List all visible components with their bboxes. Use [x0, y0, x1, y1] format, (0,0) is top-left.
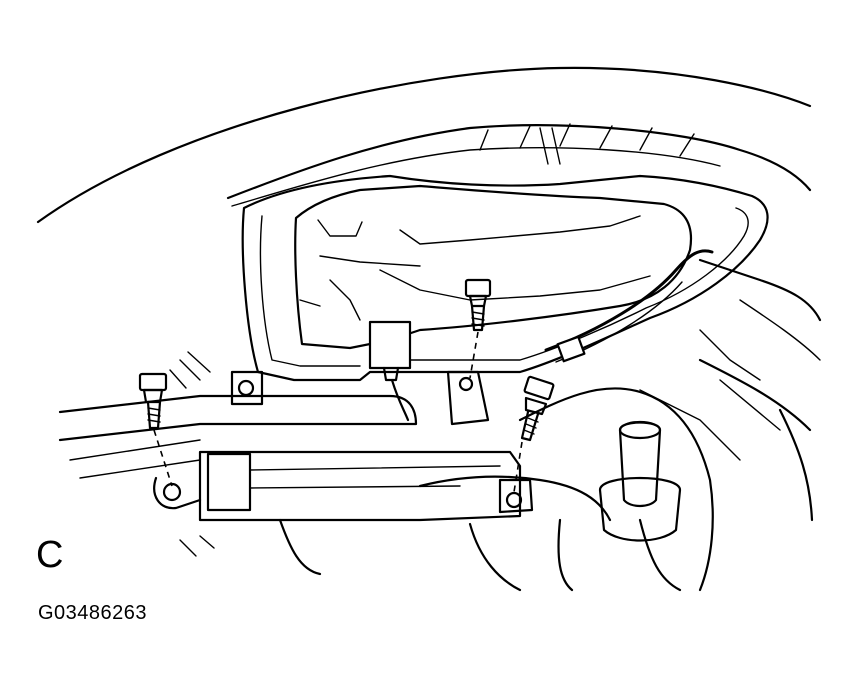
upper-connector	[368, 320, 412, 370]
control-module	[198, 450, 522, 522]
cowl-panel	[226, 124, 812, 200]
fender-arc	[36, 66, 812, 224]
support-bracket	[241, 174, 769, 382]
figure-code: G03486263	[38, 602, 148, 624]
bolt-center-icon	[464, 278, 492, 379]
bracket-cutout	[294, 184, 692, 350]
bolt-right-icon	[513, 375, 555, 493]
pipe	[58, 394, 418, 442]
view-letter: C	[36, 534, 64, 576]
module-connector	[206, 452, 252, 512]
bolt-left-icon	[138, 372, 173, 487]
wire-harness	[544, 249, 714, 352]
